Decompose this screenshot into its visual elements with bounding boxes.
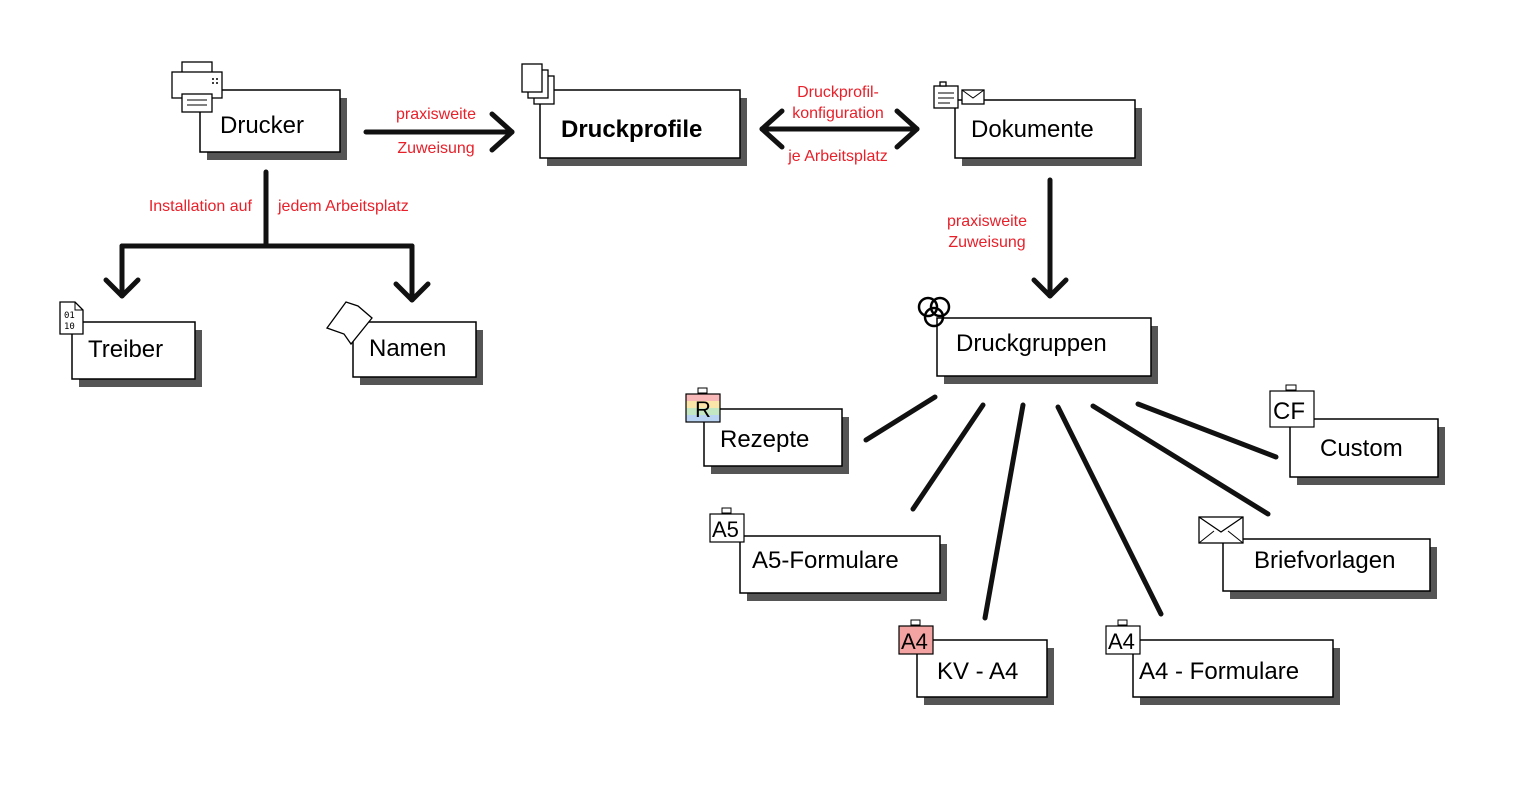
binary-file-icon: 01 10 [59,301,84,335]
node-druckprofile[interactable]: Druckprofile [521,63,747,166]
connector-briefvorlagen [1090,403,1271,517]
node-treiber-label: Treiber [88,336,163,363]
druckgruppen-connectors [863,394,1279,621]
document-envelope-icon [933,81,985,109]
node-namen-label: Namen [369,335,446,362]
connector-kv-a4 [982,402,1026,621]
cf-badge-icon: CF [1269,384,1315,428]
edge-label-konfiguration: konfiguration [792,105,884,122]
arrow-dokumente-to-druckgruppen [1031,177,1069,299]
svg-text:01: 01 [64,311,75,321]
node-a5-formulare[interactable]: A5-Formulare A5 [709,507,947,601]
node-druckgruppen[interactable]: Druckgruppen [917,296,1158,384]
connector-a5-formulare [910,402,986,512]
node-dokumente[interactable]: Dokumente [933,81,1142,166]
interlocking-circles-icon [917,296,951,328]
svg-text:A5: A5 [712,517,739,542]
tag-icon [325,301,373,346]
r-badge-icon: R [685,387,721,423]
edge-label-praxisweite-1: praxisweite [396,106,476,123]
node-drucker-label: Drucker [220,112,304,139]
svg-text:CF: CF [1273,398,1305,425]
node-rezepte-label: Rezepte [720,426,809,453]
node-druckprofile-label: Druckprofile [561,116,702,143]
node-treiber[interactable]: Treiber 01 10 [59,301,202,387]
svg-text:A4: A4 [901,629,928,654]
a4-red-badge-icon: A4 [898,619,934,655]
edge-label-installation-auf: Installation auf [149,198,253,215]
node-a4-formulare-label: A4 - Formulare [1139,658,1299,685]
node-drucker[interactable]: Drucker [171,61,347,160]
printer-icon [171,61,223,113]
edge-label-druckprofil: Druckprofil- [797,84,879,101]
svg-text:10: 10 [64,322,75,332]
envelope-icon [1198,516,1244,544]
svg-text:A4: A4 [1108,629,1135,654]
svg-text:R: R [695,397,711,422]
node-druckgruppen-label: Druckgruppen [956,330,1107,357]
node-a4-formulare[interactable]: A4 - Formulare A4 [1105,619,1340,705]
edge-label-jedem-arbeitsplatz: jedem Arbeitsplatz [277,198,409,215]
node-dokumente-label: Dokumente [971,116,1094,143]
node-rezepte[interactable]: Rezepte R [685,387,849,474]
edge-label-je-arbeitsplatz: je Arbeitsplatz [787,148,888,165]
node-kv-a4-label: KV - A4 [937,658,1018,685]
node-kv-a4[interactable]: KV - A4 A4 [898,619,1054,705]
node-custom-label: Custom [1320,435,1403,462]
edge-label-praxisweite-2: praxisweite [947,213,1027,230]
connector-custom [1135,401,1279,460]
connector-rezepte [863,394,938,443]
node-custom[interactable]: Custom CF [1269,384,1445,485]
node-briefvorlagen-label: Briefvorlagen [1254,547,1395,574]
node-namen[interactable]: Namen [325,301,483,385]
tree-drucker-to-treiber-namen [103,169,431,303]
a5-badge-icon: A5 [709,507,745,543]
node-briefvorlagen[interactable]: Briefvorlagen [1198,516,1437,599]
connector-a4-formulare [1055,404,1164,617]
edge-label-zuweisung-1: Zuweisung [397,140,474,157]
node-a5-formulare-label: A5-Formulare [752,547,899,574]
stacked-documents-icon [521,63,555,105]
edge-label-zuweisung-2: Zuweisung [948,234,1025,251]
a4-badge-icon: A4 [1105,619,1141,655]
arrow-drucker-to-druckprofile [363,111,515,153]
arrow-druckprofile-dokumente [759,108,920,150]
